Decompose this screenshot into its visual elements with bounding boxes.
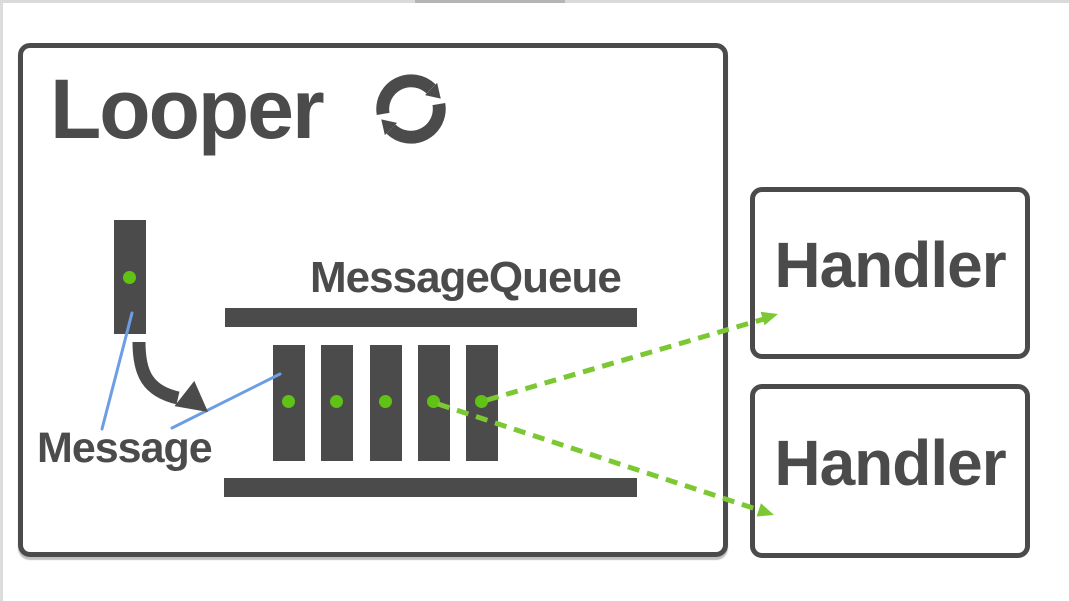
message-dot	[123, 271, 136, 284]
sync-top-arc	[376, 74, 436, 115]
message-label: Message	[37, 424, 213, 472]
message-dot	[475, 395, 489, 408]
left-edge-strip	[0, 0, 3, 601]
sync-bottom-arrowhead	[381, 119, 398, 136]
handler-label-2: Handler	[774, 426, 1006, 499]
sync-loop-icon	[376, 74, 446, 144]
queue-slots	[273, 345, 499, 461]
queue-slot-4	[417, 345, 450, 461]
message-dot	[330, 395, 344, 408]
handler-label-1: Handler	[774, 228, 1006, 301]
top-edge-strip-segment	[415, 0, 565, 3]
queue-bottom-rail	[224, 478, 637, 497]
message-dot	[378, 395, 392, 408]
queue-slot-1	[273, 345, 305, 461]
queue-slot-3	[369, 345, 402, 461]
sync-bottom-arc	[386, 103, 446, 144]
queue-slot-5	[466, 345, 499, 461]
queue-slot-2	[321, 345, 354, 461]
incoming-message-bar	[114, 220, 146, 334]
handler-box-2: Handler	[750, 384, 1030, 558]
sync-top-arrowhead	[425, 82, 441, 99]
queue-top-rail	[225, 308, 637, 327]
message-dot	[282, 395, 295, 408]
handler-box-1: Handler	[750, 187, 1030, 359]
message-dot	[426, 395, 440, 408]
message-queue-title: MessageQueue	[310, 253, 622, 302]
looper-title: Looper	[50, 62, 325, 156]
